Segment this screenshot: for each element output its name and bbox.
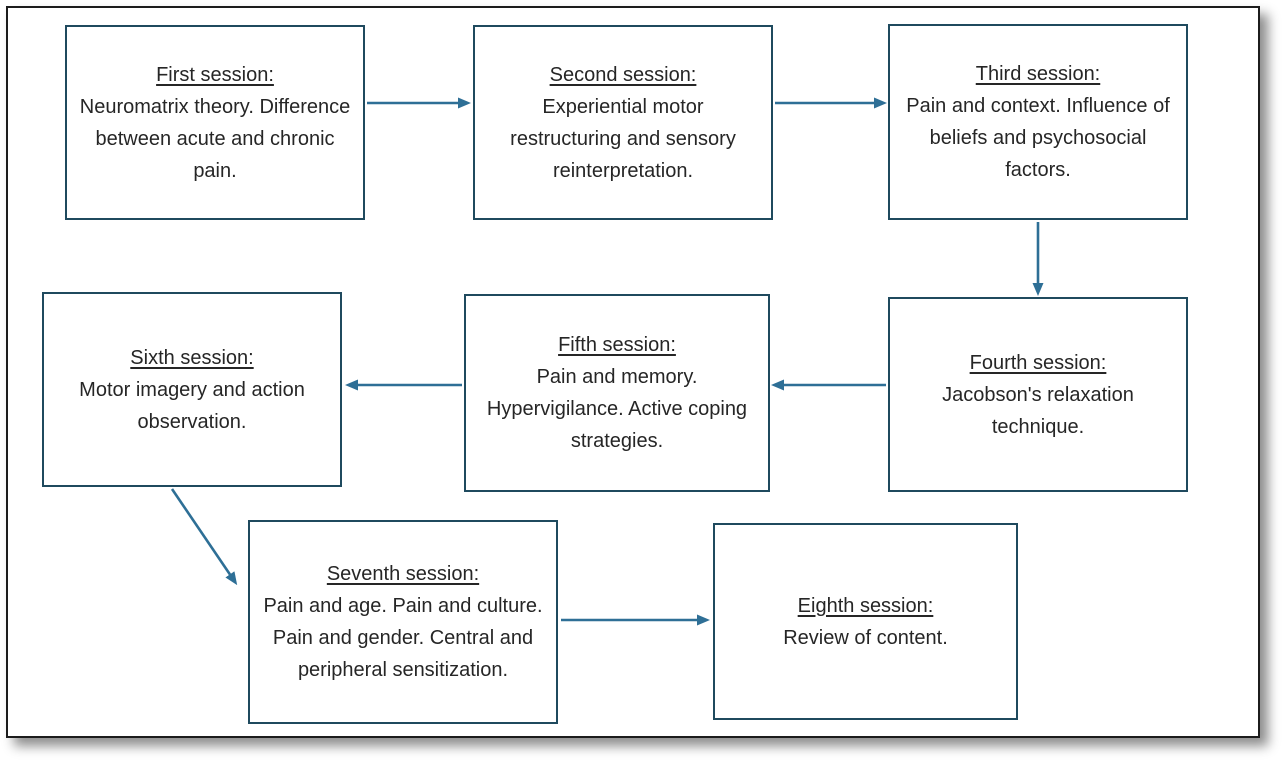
box-fifth-session-title: Fifth session:: [558, 334, 676, 356]
box-seventh-session-title: Seventh session:: [326, 563, 480, 585]
box-fifth-session-body: Pain and memory. Hypervigilance. Active …: [486, 366, 748, 452]
box-seventh-session-body: Pain and age. Pain and culture. Pain and…: [263, 595, 543, 681]
box-sixth-session-body: Motor imagery and action observation.: [79, 378, 305, 433]
box-first-session-title: First session:: [156, 63, 274, 86]
box-fifth-session: Fifth session: Pain and memory. Hypervig…: [464, 294, 770, 492]
box-sixth-session: Sixth session: Motor imagery and action …: [42, 292, 342, 487]
box-second-session: Second session: Experiential motor restr…: [473, 25, 773, 220]
box-eighth-session-body: Review of content.: [783, 626, 948, 649]
box-fourth-session-body: Jacobson's relaxation technique.: [942, 383, 1134, 438]
box-third-session-body: Pain and context. Influence of beliefs a…: [906, 95, 1170, 181]
box-eighth-session: Eighth session: Review of content.: [713, 523, 1018, 720]
box-first-session: First session: Neuromatrix theory. Diffe…: [65, 25, 365, 220]
box-first-session-body: Neuromatrix theory. Difference between a…: [79, 95, 351, 182]
box-seventh-session: Seventh session: Pain and age. Pain and …: [248, 520, 558, 724]
box-third-session: Third session: Pain and context. Influen…: [888, 24, 1188, 220]
box-sixth-session-title: Sixth session:: [130, 346, 254, 369]
box-fourth-session-title: Fourth session:: [969, 351, 1107, 374]
box-second-session-title: Second session:: [549, 63, 697, 86]
box-second-session-body: Experiential motor restructuring and sen…: [510, 95, 736, 182]
box-fourth-session: Fourth session: Jacobson's relaxation te…: [888, 297, 1188, 492]
box-third-session-title: Third session:: [975, 63, 1101, 85]
box-eighth-session-title: Eighth session:: [797, 594, 934, 617]
